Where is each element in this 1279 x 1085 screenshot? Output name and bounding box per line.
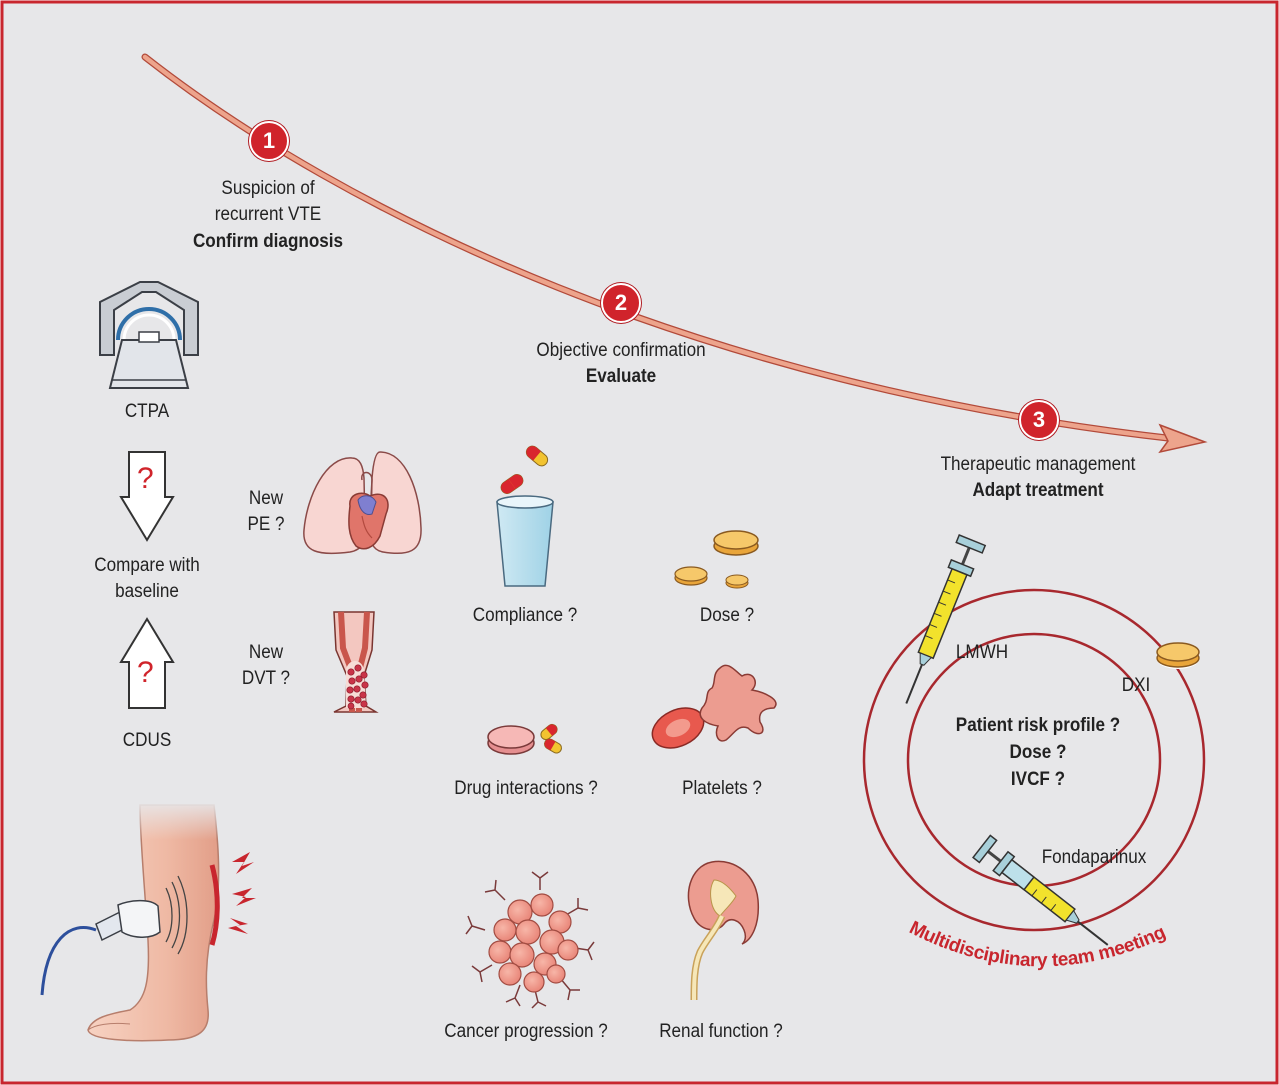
dxi-label: DXI xyxy=(1121,675,1151,696)
step-1-badge: 1 xyxy=(249,121,289,161)
down-arrow-icon xyxy=(119,451,175,542)
dxi-tablet-icon xyxy=(1156,642,1200,669)
step-2-line1: Objective confirmation xyxy=(536,340,706,361)
risk-profile-label: Patient risk profile ? xyxy=(955,715,1121,736)
dose-tablets-icon xyxy=(674,530,759,589)
dose-label: Dose ? xyxy=(699,605,755,626)
treatment-dose-label: Dose ? xyxy=(1009,742,1067,763)
step-1-action: Confirm diagnosis xyxy=(192,231,344,252)
step-1-line2: recurrent VTE xyxy=(214,204,322,225)
new-dvt-line2: DVT ? xyxy=(241,668,291,689)
fondaparinux-syringe-icon xyxy=(972,834,1109,946)
ctpa-label: CTPA xyxy=(124,401,170,422)
question-mark-top: ? xyxy=(137,462,154,495)
up-arrow-icon xyxy=(119,617,175,709)
compliance-label: Compliance ? xyxy=(472,605,578,626)
platelets-label: Platelets ? xyxy=(682,778,762,799)
cancer-progression-label: Cancer progression ? xyxy=(444,1021,608,1042)
step-1-line1: Suspicion of xyxy=(221,178,315,199)
step-2-badge: 2 xyxy=(601,283,641,323)
lmwh-label: LMWH xyxy=(955,642,1009,663)
fondaparinux-label: Fondaparinux xyxy=(1041,847,1147,868)
leg-ultrasound-icon xyxy=(40,800,256,1042)
renal-function-label: Renal function ? xyxy=(659,1021,783,1042)
ivcf-label: IVCF ? xyxy=(1010,769,1066,790)
question-mark-bottom: ? xyxy=(137,656,154,689)
new-dvt-line1: New xyxy=(248,642,284,663)
ct-scanner-icon xyxy=(99,281,199,389)
lungs-heart-icon xyxy=(303,451,422,555)
drug-interaction-pills-icon xyxy=(487,723,562,755)
step-2-action: Evaluate xyxy=(585,366,657,387)
drug-interactions-label: Drug interactions ? xyxy=(454,778,598,799)
new-pe-line2: PE ? xyxy=(247,514,285,535)
kidney-icon xyxy=(687,860,760,1001)
new-pe-line1: New xyxy=(248,488,284,509)
cdus-label: CDUS xyxy=(122,730,172,751)
platelets-icon xyxy=(651,664,777,749)
step-3-badge: 3 xyxy=(1019,400,1059,440)
glass-with-pills-icon xyxy=(496,445,554,587)
outer-treatment-ring xyxy=(862,588,1206,932)
step-3-line1: Therapeutic management xyxy=(940,454,1136,475)
vein-clot-icon xyxy=(333,611,379,713)
step-3-action: Adapt treatment xyxy=(972,480,1104,501)
lmwh-syringe-icon xyxy=(905,534,987,704)
cancer-cells-icon xyxy=(465,871,595,1009)
compare-line2: baseline xyxy=(115,581,179,602)
compare-line1: Compare with xyxy=(94,555,200,576)
timeline-arrow xyxy=(141,53,1208,454)
